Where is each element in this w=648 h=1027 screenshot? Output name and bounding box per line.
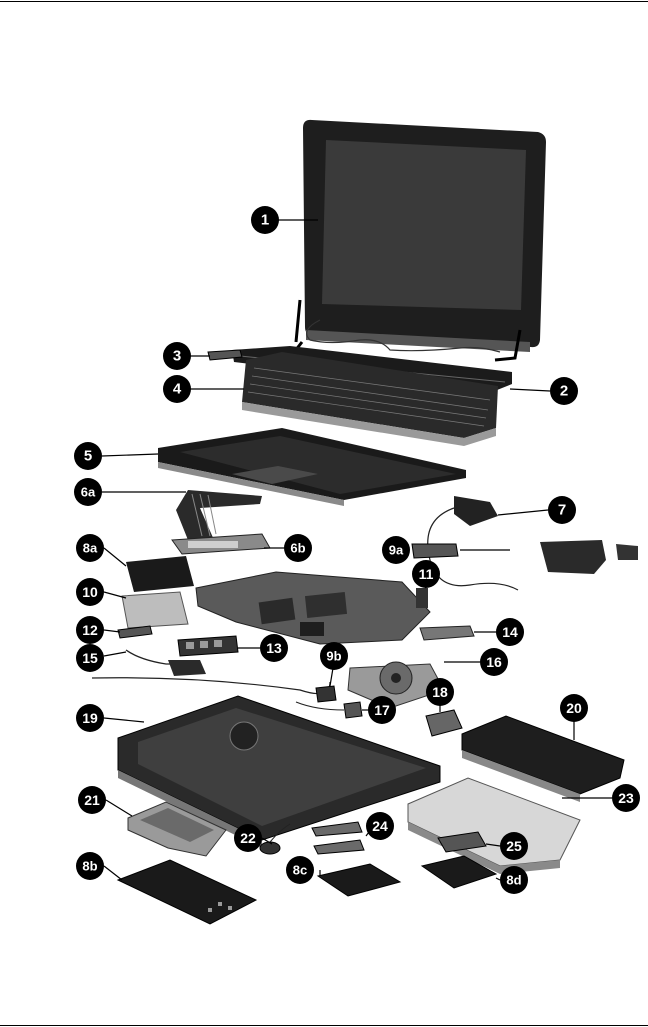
callout-12: 12 — [76, 616, 104, 644]
part-hdd-cover — [116, 859, 258, 925]
part-bluetooth-module — [117, 625, 153, 639]
part-heat-shield — [121, 591, 189, 629]
svg-text:12: 12 — [82, 622, 98, 638]
part-base-enclosure — [117, 695, 441, 848]
callout-9a: 9a — [382, 536, 410, 564]
svg-text:15: 15 — [82, 650, 98, 666]
svg-text:7: 7 — [558, 502, 566, 519]
callout-2: 2 — [550, 377, 578, 405]
part-top-cover — [158, 428, 466, 506]
part-optical-drive — [407, 777, 581, 874]
part-display-assembly — [286, 119, 546, 362]
svg-text:17: 17 — [374, 702, 390, 718]
part-touchpad-cable — [176, 490, 262, 540]
callout-17: 17 — [368, 696, 396, 724]
svg-text:25: 25 — [506, 838, 522, 854]
callout-9b: 9b — [320, 642, 348, 670]
callout-10: 10 — [76, 578, 104, 606]
callout-15: 15 — [76, 644, 104, 672]
part-memory-cover — [316, 863, 402, 897]
callout-23: 23 — [612, 784, 640, 812]
part-hard-drive — [127, 801, 227, 857]
part-audio-board — [425, 709, 463, 737]
callout-18: 18 — [426, 678, 454, 706]
callouts: 1 2 3 4 5 6a 6b 7 8a 9a 10 11 12 13 14 1… — [74, 206, 640, 894]
part-memory-module — [311, 821, 365, 855]
part-connector-9b — [315, 685, 337, 703]
part-audio-cable — [91, 649, 331, 695]
part-mini-card-shield — [126, 556, 194, 592]
callout-22: 22 — [234, 824, 262, 852]
callout-6b: 6b — [284, 534, 312, 562]
callout-25: 25 — [500, 832, 528, 860]
svg-text:20: 20 — [566, 700, 582, 716]
svg-text:8c: 8c — [293, 863, 307, 878]
callout-8d: 8d — [500, 866, 528, 894]
callout-8a: 8a — [76, 534, 104, 562]
part-wlan-cover — [420, 855, 498, 889]
callout-3: 3 — [163, 342, 191, 370]
svg-text:23: 23 — [618, 790, 634, 806]
part-speaker-assembly — [427, 496, 638, 591]
part-wlan-module — [437, 831, 487, 853]
callout-16: 16 — [480, 648, 508, 676]
svg-text:9b: 9b — [326, 649, 341, 664]
svg-text:6a: 6a — [81, 485, 96, 500]
svg-text:5: 5 — [84, 448, 92, 465]
callout-13: 13 — [260, 634, 288, 662]
part-power-cable — [416, 588, 428, 608]
part-rtc-board — [411, 543, 459, 559]
svg-text:8a: 8a — [83, 541, 98, 556]
part-rtc-battery — [259, 823, 291, 855]
part-connector-17 — [295, 701, 363, 719]
part-system-board — [195, 571, 431, 645]
svg-text:4: 4 — [173, 381, 182, 398]
callout-6a: 6a — [74, 478, 102, 506]
callout-24: 24 — [366, 812, 394, 840]
callout-4: 4 — [163, 375, 191, 403]
svg-text:22: 22 — [240, 830, 256, 846]
callout-14: 14 — [496, 618, 524, 646]
part-battery — [461, 715, 625, 802]
svg-text:18: 18 — [432, 684, 448, 700]
svg-text:24: 24 — [372, 818, 388, 834]
svg-text:11: 11 — [419, 566, 434, 582]
callout-8b: 8b — [76, 852, 104, 880]
svg-text:10: 10 — [82, 584, 98, 600]
svg-text:21: 21 — [84, 792, 100, 808]
svg-text:6b: 6b — [290, 541, 305, 556]
svg-text:3: 3 — [173, 348, 181, 365]
svg-text:2: 2 — [560, 383, 568, 400]
top-rule — [0, 1, 648, 2]
part-memory-modules — [419, 625, 475, 641]
svg-text:14: 14 — [502, 624, 518, 640]
svg-text:9a: 9a — [389, 543, 404, 558]
svg-text:13: 13 — [266, 640, 282, 656]
callout-1: 1 — [251, 206, 279, 234]
leader-lines — [101, 219, 612, 881]
callout-20: 20 — [560, 694, 588, 722]
callout-19: 19 — [76, 704, 104, 732]
callout-8c: 8c — [286, 856, 314, 884]
callout-21: 21 — [78, 786, 106, 814]
svg-text:8d: 8d — [506, 873, 521, 888]
svg-text:16: 16 — [486, 654, 502, 670]
part-switch-board — [207, 349, 243, 361]
svg-text:1: 1 — [261, 212, 269, 229]
callout-11: 11 — [412, 560, 440, 588]
bottom-rule — [0, 1025, 648, 1026]
part-fan-heatsink — [347, 661, 445, 709]
part-usb-board — [177, 635, 239, 657]
callout-5: 5 — [74, 442, 102, 470]
svg-text:8b: 8b — [82, 859, 97, 874]
part-keyboard — [242, 352, 498, 446]
callout-7: 7 — [548, 496, 576, 524]
part-touchpad-bracket — [171, 533, 271, 555]
svg-text:19: 19 — [82, 710, 98, 726]
